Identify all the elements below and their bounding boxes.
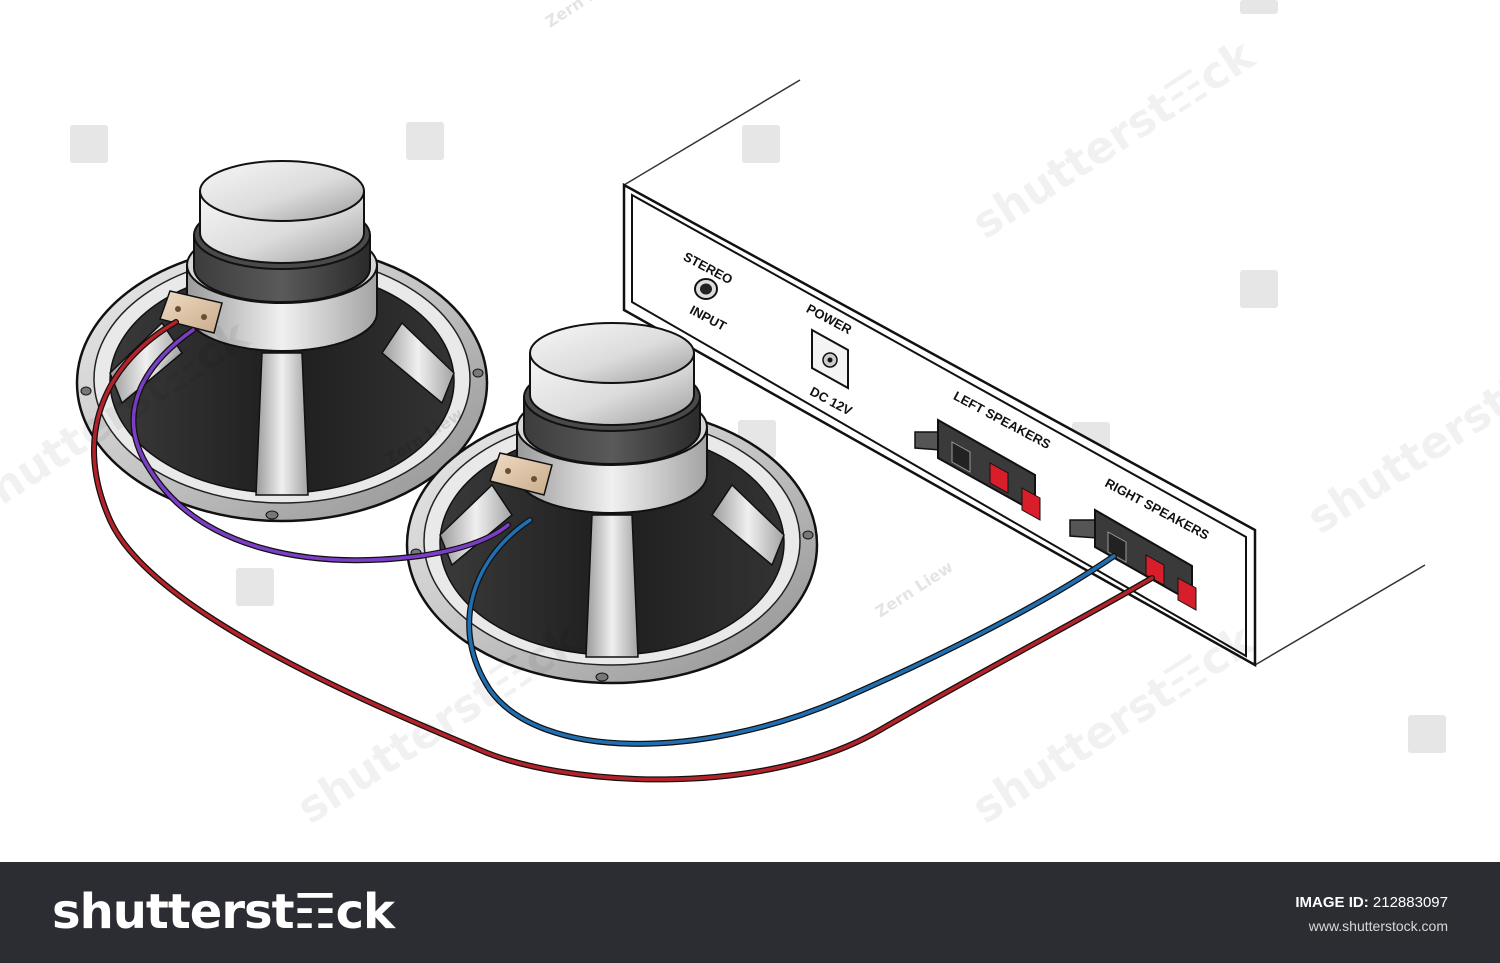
shutterstock-logo: shutterst☶ck: [52, 884, 395, 940]
watermark-credit-1: Zern Liew: [872, 557, 957, 621]
watermark-brand-4: shutterst☶ck: [963, 614, 1264, 834]
stereo-input-jack-icon: [694, 278, 718, 300]
image-id-label: IMAGE ID:: [1295, 894, 1369, 911]
wiring-diagram: STEREO INPUT POWER DC 12V LEFT SPEAKERS …: [0, 0, 1500, 834]
footer-bar: shutterst☶ck IMAGE ID: 212883097 www.shu…: [0, 862, 1500, 963]
speaker-left-icon: [75, 159, 489, 523]
watermark-squares: [70, 0, 1446, 753]
watermark-brand-1: shutterst☶ck: [963, 29, 1264, 249]
watermark-brand-2: shutterst☶ck: [1298, 324, 1500, 544]
wires: [91, 319, 1155, 783]
image-id-value: 212883097: [1372, 894, 1448, 911]
site-url: www.shutterstock.com: [1308, 918, 1448, 934]
power-jack-icon: [811, 328, 849, 390]
left-speakers-terminal-icon: [914, 418, 1041, 521]
watermark-credit-3: Zern Liew: [542, 0, 627, 31]
watermark-brand-3: shutterst☶ck: [288, 614, 589, 834]
image-id: IMAGE ID: 212883097: [1295, 894, 1448, 911]
